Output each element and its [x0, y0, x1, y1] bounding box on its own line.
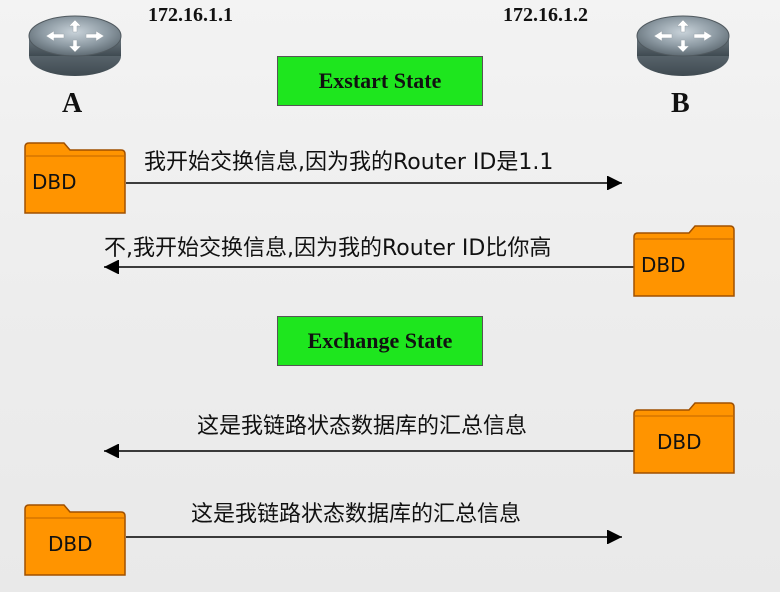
- router-icon: [28, 15, 122, 76]
- router-b-ip: 172.16.1.2: [503, 4, 588, 26]
- dbd-packet-b-2: DBD: [633, 402, 735, 478]
- dbd-packet-b-1: DBD: [633, 225, 735, 301]
- router-b-label: B: [671, 88, 690, 119]
- arrow-b-to-a-1: [104, 260, 634, 274]
- message-2: 不,我开始交换信息,因为我的Router ID比你高: [104, 236, 552, 261]
- router-a-label: A: [62, 88, 83, 119]
- dbd-label: DBD: [657, 430, 702, 454]
- arrow-b-to-a-2: [104, 444, 634, 458]
- router-a: [24, 2, 126, 82]
- router-a-ip: 172.16.1.1: [148, 4, 233, 26]
- dbd-packet-a-1: DBD: [24, 142, 126, 218]
- dbd-label: DBD: [48, 532, 93, 556]
- message-1: 我开始交换信息,因为我的Router ID是1.1: [144, 150, 554, 175]
- dbd-label: DBD: [641, 253, 686, 277]
- arrow-a-to-b-1: [126, 176, 622, 190]
- dbd-packet-a-2: DBD: [24, 504, 126, 580]
- message-4: 这是我链路状态数据库的汇总信息: [191, 502, 522, 527]
- exchange-state-box: Exchange State: [277, 316, 483, 366]
- folder-icon: [633, 402, 735, 474]
- folder-icon: [633, 225, 735, 297]
- dbd-label: DBD: [32, 170, 77, 194]
- arrow-a-to-b-2: [126, 530, 622, 544]
- exstart-state-box: Exstart State: [277, 56, 483, 106]
- message-3: 这是我链路状态数据库的汇总信息: [197, 414, 528, 439]
- router-b: [632, 2, 734, 82]
- folder-icon: [24, 142, 126, 214]
- router-icon: [636, 15, 730, 76]
- folder-icon: [24, 504, 126, 576]
